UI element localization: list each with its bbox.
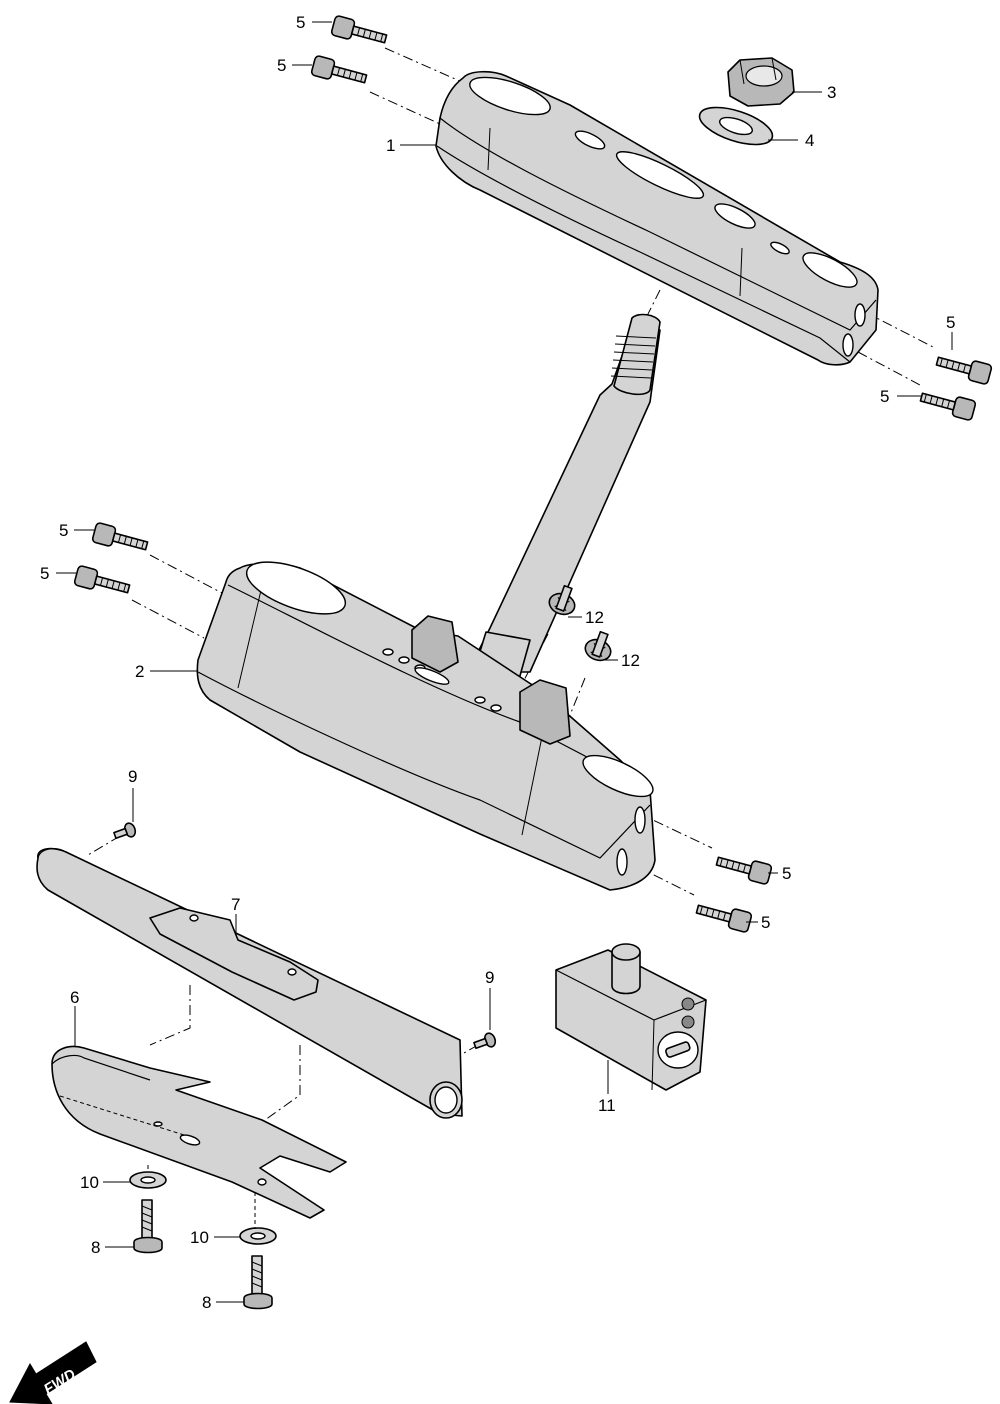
- bolt-5-top-right-b: [919, 392, 977, 421]
- lower-triple-clamp: [196, 561, 656, 891]
- callout-6: 6: [70, 988, 79, 1007]
- screw-8-b: [243, 1255, 273, 1310]
- screw-9-a: [113, 822, 137, 840]
- bolt-5-top-left-b: [310, 55, 368, 84]
- callout-3: 3: [827, 83, 836, 102]
- callout-4: 4: [805, 131, 814, 150]
- cover-guard: [51, 1045, 347, 1219]
- callout-12: 12: [621, 651, 640, 670]
- callout-8: 8: [91, 1238, 100, 1257]
- callout-5: 5: [59, 521, 68, 540]
- callout-8: 8: [202, 1293, 211, 1312]
- bracket-plate: [149, 907, 319, 1001]
- bolt-5-mid-right-a: [715, 856, 773, 885]
- callout-5: 5: [40, 564, 49, 583]
- callout-5: 5: [946, 313, 955, 332]
- callout-5: 5: [782, 864, 791, 883]
- callout-5: 5: [880, 387, 889, 406]
- upper-triple-clamp: [435, 70, 879, 366]
- bolt-5-mid-right-b: [695, 904, 753, 933]
- callout-7: 7: [231, 895, 240, 914]
- lock-block: [555, 943, 707, 1091]
- callout-5: 5: [296, 13, 305, 32]
- callout-9: 9: [485, 968, 494, 987]
- callout-2: 2: [135, 662, 144, 681]
- bolt-5-top-left-a: [330, 15, 388, 44]
- callout-10: 10: [80, 1173, 99, 1192]
- callout-11: 11: [598, 1096, 616, 1115]
- fwd-direction-arrow: FWD: [9, 1341, 97, 1404]
- bolt-5-top-right-a: [935, 356, 993, 385]
- washer-10-b: [239, 1227, 277, 1245]
- callout-labels: 5 5 1 3 4 5 5 5 5 12 12 2 9 5 5 7 9 6 11…: [40, 13, 955, 1312]
- screw-12-b: [584, 630, 612, 662]
- callout-5: 5: [761, 913, 770, 932]
- callout-9: 9: [128, 767, 137, 786]
- screw-12-a: [548, 584, 576, 616]
- leader-lines: [56, 21, 953, 1303]
- steering-stem: [467, 313, 661, 691]
- tube-rail: [36, 847, 463, 1119]
- screw-8-a: [133, 1199, 163, 1254]
- washer-10-a: [129, 1171, 167, 1189]
- bolt-5-mid-left-b: [73, 565, 131, 594]
- callout-1: 1: [386, 136, 395, 155]
- callout-12: 12: [585, 608, 604, 627]
- bolt-5-mid-left-a: [91, 522, 149, 551]
- washer: [698, 106, 774, 146]
- cap-nut: [727, 57, 795, 107]
- callout-5: 5: [277, 56, 286, 75]
- callout-10: 10: [190, 1228, 209, 1247]
- screw-9-b: [473, 1032, 497, 1050]
